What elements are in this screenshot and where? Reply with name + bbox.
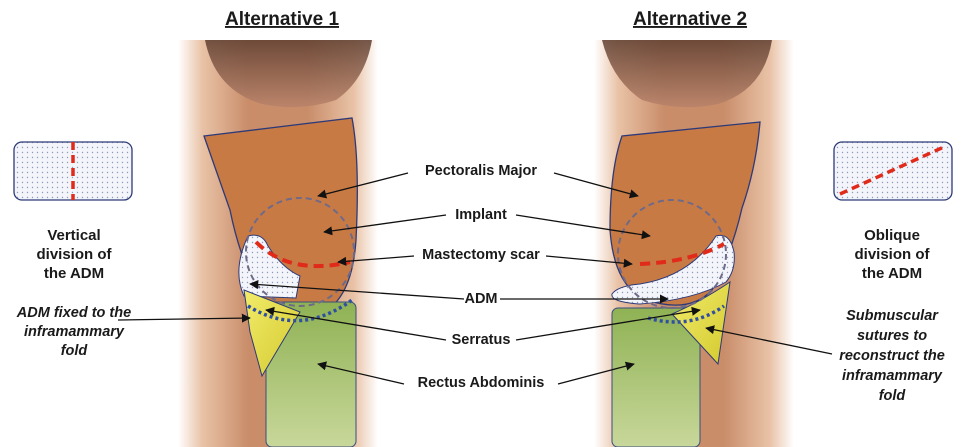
note-line: Submuscular: [846, 308, 939, 324]
note-line: the ADM: [44, 265, 104, 282]
oblique-division-icon: [834, 142, 952, 200]
note-line: Vertical: [47, 227, 100, 244]
vertical-division-icon: [14, 142, 132, 200]
label-adm: ADM: [464, 291, 497, 307]
left-division-note: Vertical division of the ADM: [37, 227, 113, 282]
title-alternative-2: Alternative 2: [633, 9, 747, 30]
label-serratus: Serratus: [452, 332, 511, 348]
note-line: Oblique: [864, 227, 920, 244]
note-line: division of: [855, 246, 931, 263]
label-pectoralis-major: Pectoralis Major: [425, 163, 537, 179]
left-fixation-note: ADM fixed to the inframammary fold: [16, 305, 131, 359]
title-alternative-1: Alternative 1: [225, 9, 339, 30]
right-division-note: Oblique division of the ADM: [855, 227, 931, 282]
note-line: reconstruct the: [839, 348, 945, 364]
note-line: inframammary: [842, 368, 943, 384]
note-line: inframammary: [24, 324, 125, 340]
label-implant: Implant: [455, 207, 507, 223]
label-mastectomy-scar: Mastectomy scar: [422, 247, 540, 263]
note-line: division of: [37, 246, 113, 263]
note-line: ADM fixed to the: [16, 305, 131, 321]
note-line: the ADM: [862, 265, 922, 282]
figure-alternative-2: [594, 40, 794, 447]
right-sutures-note: Submuscular sutures to reconstruct the i…: [839, 308, 945, 404]
note-line: sutures to: [857, 328, 927, 344]
note-line: fold: [879, 388, 907, 404]
label-rectus-abdominis: Rectus Abdominis: [418, 375, 545, 391]
note-line: fold: [61, 343, 89, 359]
figure-alternative-1: [178, 40, 378, 447]
